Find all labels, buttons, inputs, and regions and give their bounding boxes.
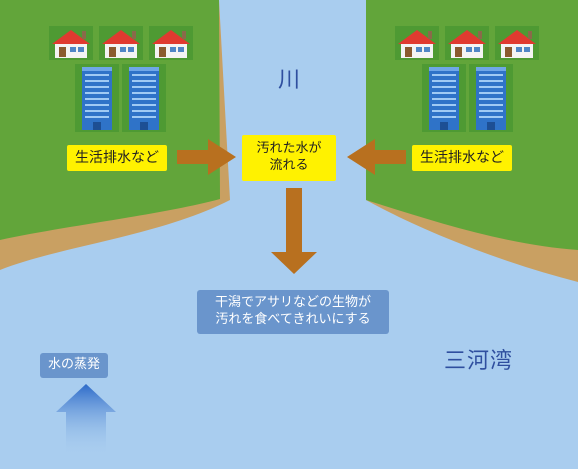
flow-arrow-icon [177, 139, 236, 175]
house-icon [149, 26, 193, 60]
dirty-water-label: 汚れた水が 流れる [242, 135, 336, 181]
bay-label: 三河湾 [444, 349, 514, 374]
office-building-icon [75, 64, 119, 132]
office-building-icon [469, 64, 513, 132]
dirty-water-line-1: 汚れた水が [256, 141, 322, 156]
tidal-flat-line-2: 汚れを食べてきれいにする [215, 311, 371, 327]
tidal-flat-line-1: 干潟でアサリなどの生物が [214, 295, 371, 310]
office-building-icon [122, 64, 166, 132]
tidal-flat-label: 干潟でアサリなどの生物が 汚れを食べてきれいにする [197, 290, 389, 334]
house-icon [99, 26, 143, 60]
house-icon [495, 26, 539, 60]
evaporation-label: 水の蒸発 [40, 353, 109, 378]
house-icon [395, 26, 439, 60]
river-label: 川 [278, 68, 302, 93]
household-drainage-label-right: 生活排水など [412, 145, 512, 171]
office-building-icon [422, 64, 466, 132]
dirty-water-line-2: 流れる [269, 157, 309, 173]
flow-arrow-icon [347, 139, 406, 175]
household-drainage-label-left: 生活排水など [67, 145, 167, 171]
flow-arrow-icon [271, 188, 317, 274]
evaporation-arrow-icon [56, 384, 116, 456]
house-icon [49, 26, 93, 60]
house-icon [445, 26, 489, 60]
